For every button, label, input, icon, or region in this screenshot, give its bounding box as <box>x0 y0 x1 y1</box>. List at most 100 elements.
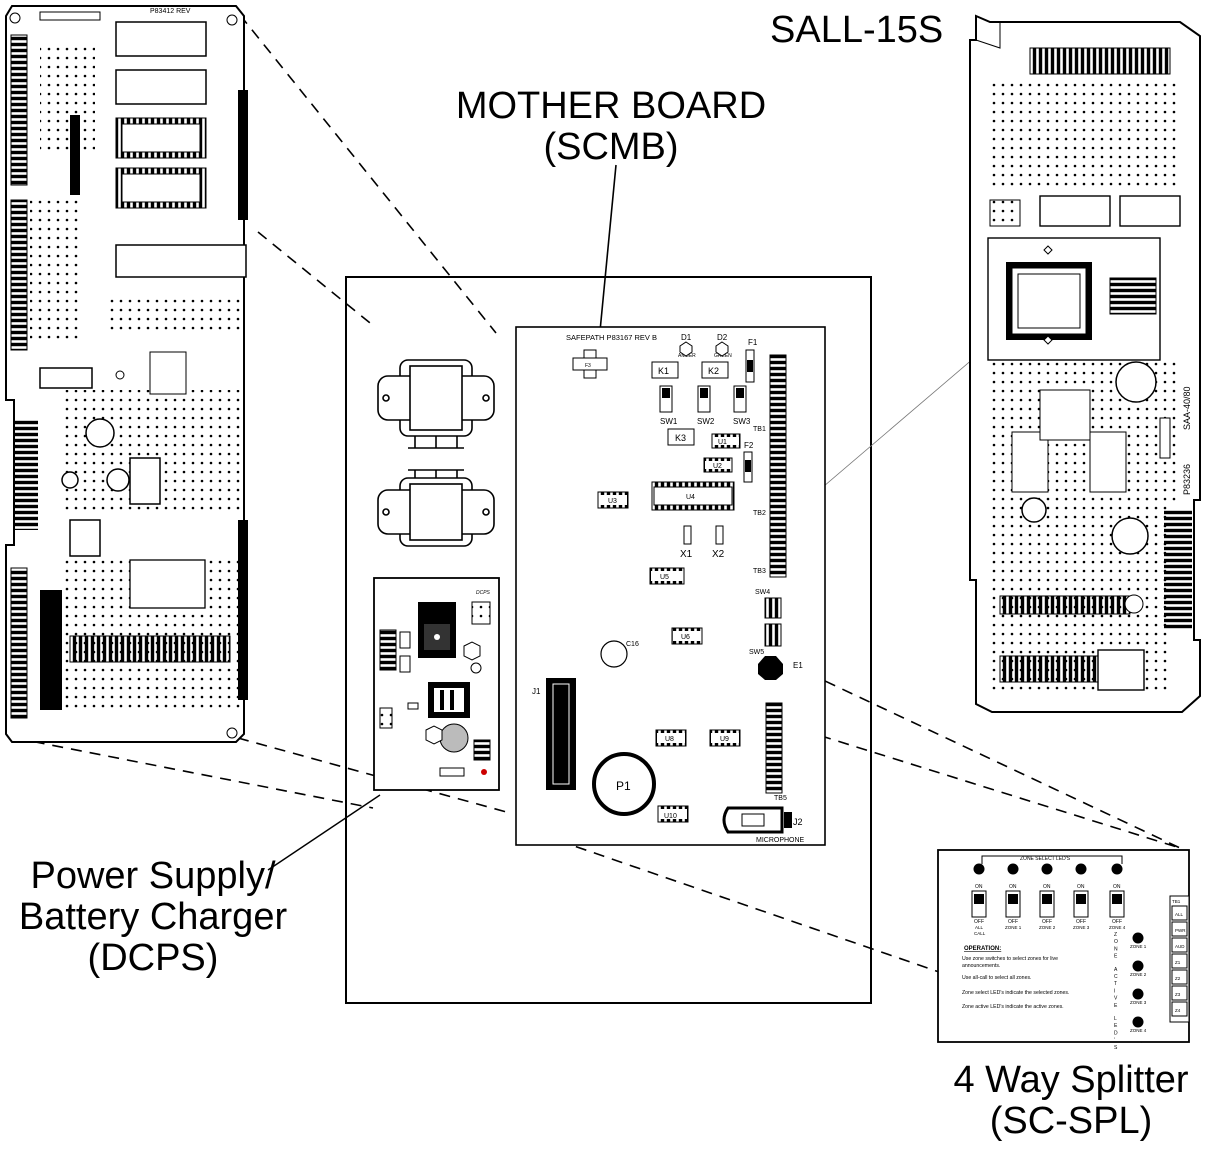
mother-board-label-line1: MOTHER BOARD <box>455 85 767 127</box>
zone-active-led <box>1132 932 1144 944</box>
zone-active-led-label: ZONE 2 <box>1130 972 1147 977</box>
switch-off-label: OFF <box>974 919 984 925</box>
terminal-position <box>1171 1001 1188 1017</box>
switch-on-label: ON <box>1113 884 1121 890</box>
mb-x1: X1 <box>680 549 693 560</box>
mb-u3: U3 <box>608 498 617 505</box>
switch-off-label: OFF <box>1076 919 1086 925</box>
zone-select-led <box>1007 863 1019 875</box>
terminal-position <box>1171 985 1188 1001</box>
mb-u1: U1 <box>718 439 727 446</box>
mb-k2: K2 <box>708 366 719 376</box>
switch-label: ZONE 2 <box>1039 925 1056 930</box>
mb-u10: U10 <box>664 813 677 820</box>
mb-u5: U5 <box>660 574 669 581</box>
mb-k3: K3 <box>675 433 686 443</box>
terminal-label: Z1 <box>1175 960 1181 965</box>
switch-label: ZONE 3 <box>1073 925 1090 930</box>
mb-microphone: MICROPHONE <box>756 837 805 844</box>
mb-sw2: SW2 <box>697 417 715 426</box>
mother-board: SAFEPATH P83167 REV B D1 AMBER D2 GREEN … <box>515 326 826 846</box>
switch-off-label: OFF <box>1112 919 1122 925</box>
splitter-op-2: Use all-call to select all zones. <box>962 975 1032 981</box>
splitter-zone-select-label: ZONE SELECT LED'S <box>1020 856 1071 862</box>
splitter-panel: ZONE SELECT LED'S ONOFFALLCALLONOFFZONE … <box>937 849 1190 1051</box>
terminal-label: Z2 <box>1175 976 1181 981</box>
zone-select-led <box>973 863 985 875</box>
mb-u8: U8 <box>665 736 674 743</box>
splitter-label: 4 Way Splitter (SC-SPL) <box>938 1059 1204 1143</box>
mb-tb5: TB5 <box>774 795 787 802</box>
transformer-lower <box>377 469 495 547</box>
mb-c16: C16 <box>626 641 639 648</box>
zone-active-led-label: ZONE 3 <box>1130 1000 1147 1005</box>
splitter-label-line1: 4 Way Splitter <box>953 1059 1189 1101</box>
switch-on-label: ON <box>975 884 983 890</box>
zone-active-led-label: ZONE 4 <box>1130 1028 1147 1033</box>
mb-sw4: SW4 <box>755 589 770 596</box>
terminal-label: ALL <box>1175 912 1184 917</box>
zone-select-led <box>1075 863 1087 875</box>
mb-sw3: SW3 <box>733 417 751 426</box>
mb-sw5: SW5 <box>749 649 764 656</box>
terminal-position <box>1171 953 1188 969</box>
switch-off-label: OFF <box>1042 919 1052 925</box>
power-supply-label-line3: (DCPS) <box>87 937 219 980</box>
mb-f1: F1 <box>748 338 758 347</box>
sall-15s-label: SALL-15S <box>770 9 944 51</box>
zone-active-led-label: ZONE 1 <box>1130 944 1147 949</box>
sall-board: SAA-40/80 P83236 <box>969 14 1201 713</box>
mb-tb1: TB1 <box>753 426 766 433</box>
switch-on-label: ON <box>1077 884 1085 890</box>
switch-label: ZONE 4 <box>1109 925 1126 930</box>
mb-d2-sub: GREEN <box>714 353 732 359</box>
psu-board-silk: DCPS <box>476 590 491 596</box>
mb-d1-sub: AMBER <box>678 353 696 359</box>
switch-on-label: ON <box>1043 884 1051 890</box>
mb-u9: U9 <box>720 736 729 743</box>
terminal-position <box>1171 969 1188 985</box>
terminal-position <box>1171 937 1188 953</box>
transformer-upper <box>377 359 495 449</box>
power-supply-label-line1: Power Supply/ <box>30 855 276 897</box>
sall-silk-2: P83236 <box>1182 464 1192 495</box>
mb-e1: E1 <box>793 661 803 670</box>
switch-on-label: ON <box>1009 884 1017 890</box>
mb-u2: U2 <box>713 463 722 470</box>
zone-active-led <box>1132 988 1144 1000</box>
terminal-label: Z4 <box>1175 1008 1181 1013</box>
mother-board-label: MOTHER BOARD (SCMB) <box>446 85 776 169</box>
sall-silk-1: SAA-40/80 <box>1182 386 1192 430</box>
mb-u4: U4 <box>686 494 695 501</box>
terminal-position <box>1171 921 1188 937</box>
switch-off-label: OFF <box>1008 919 1018 925</box>
mother-board-label-line2: (SCMB) <box>543 126 679 169</box>
mb-header: SAFEPATH P83167 REV B <box>566 333 657 342</box>
zone-select-led <box>1041 863 1053 875</box>
left-board: P83412 REV <box>5 5 248 743</box>
zone-switch[interactable] <box>1005 890 1021 918</box>
splitter-terminal-label: TB1 <box>1172 899 1181 904</box>
psu-board: DCPS <box>373 577 500 791</box>
splitter-op-3: Zone select LED's indicate the selected … <box>962 989 1070 996</box>
terminal-label: AUD <box>1175 944 1185 949</box>
mb-sw1: SW1 <box>660 417 678 426</box>
zone-select-leds <box>973 863 1123 875</box>
terminal-position <box>1171 905 1188 921</box>
mb-x2: X2 <box>712 549 725 560</box>
zone-switch[interactable] <box>1109 890 1125 918</box>
splitter-op-1: Use zone switches to select zones for li… <box>962 956 1059 969</box>
mb-f2: F2 <box>744 441 754 450</box>
mb-k1: K1 <box>658 366 669 376</box>
zone-switch[interactable] <box>1073 890 1089 918</box>
zone-switch[interactable] <box>1039 890 1055 918</box>
zone-switch[interactable] <box>971 890 987 918</box>
terminal-label: PWR <box>1175 928 1186 933</box>
mb-j2: J2 <box>793 817 803 827</box>
splitter-operation-title: OPERATION: <box>964 946 1001 952</box>
splitter-label-line2: (SC-SPL) <box>989 1100 1153 1143</box>
